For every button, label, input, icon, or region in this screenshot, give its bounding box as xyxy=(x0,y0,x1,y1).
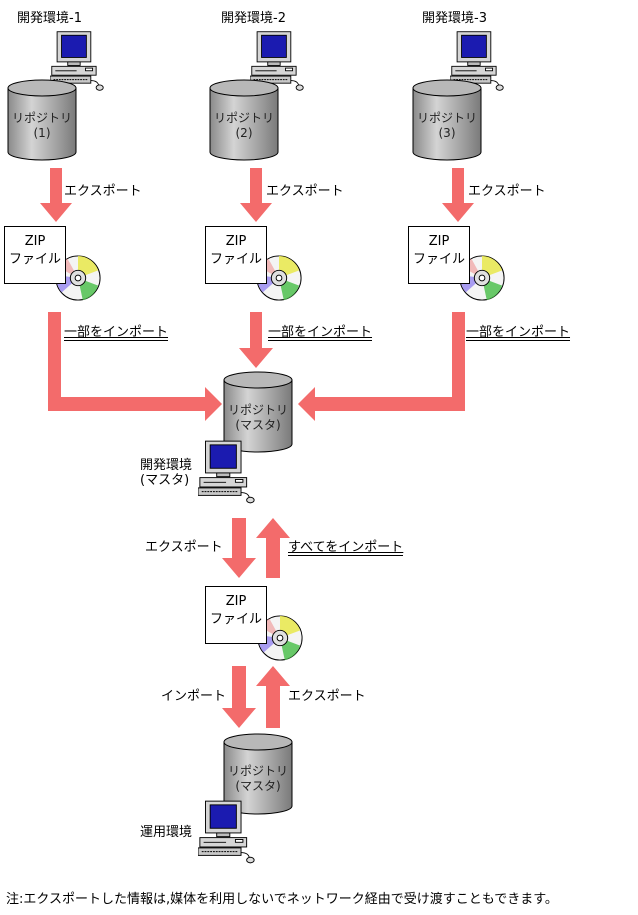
export-arrow xyxy=(240,168,272,222)
ops-import-arrow xyxy=(222,666,256,728)
master-export-label: エクスポート xyxy=(145,540,223,555)
import-label: インポート xyxy=(161,689,227,704)
export-arrow xyxy=(40,168,72,222)
env-label-1: 開発環境-1 xyxy=(17,11,82,26)
footnote: 注:エクスポートした情報は,媒体を利用しないでネットワーク経由で受け渡すこともで… xyxy=(6,892,558,907)
partial-import-label-1: 一部をインポート xyxy=(64,325,169,341)
import-all-arrow xyxy=(256,518,290,578)
import-arrow-left xyxy=(48,312,222,421)
master-repo-label: リポジトリ(マスタ) xyxy=(227,403,288,432)
export-label-3: エクスポート xyxy=(468,184,546,199)
env-label-3: 開発環境-3 xyxy=(422,11,487,26)
repo-label-2: リポジトリ(2) xyxy=(213,111,274,140)
env-label-2: 開発環境-2 xyxy=(221,11,286,26)
ops-export-label: エクスポート xyxy=(288,689,366,704)
partial-import-label-2: 一部をインポート xyxy=(268,325,373,341)
ops-env-label: 運用環境 xyxy=(140,825,193,840)
ops-export-arrow xyxy=(256,666,290,728)
master-env-label: 開発環境(マスタ) xyxy=(140,458,193,488)
dev-env-1 xyxy=(7,31,104,301)
export-label-1: エクスポート xyxy=(64,184,142,199)
master-export-arrow xyxy=(222,518,256,578)
import-arrow-middle xyxy=(239,312,273,368)
dev-env-3 xyxy=(412,31,505,301)
import-arrow-right xyxy=(298,312,465,421)
repository-cylinder xyxy=(7,79,77,161)
repo-label-3: リポジトリ(3) xyxy=(416,111,477,140)
repo-label-1: リポジトリ(1) xyxy=(11,111,72,140)
export-arrow xyxy=(442,168,474,222)
dev-env-2 xyxy=(209,31,304,301)
repository-cylinder xyxy=(209,79,279,161)
master-repository-cylinder xyxy=(223,371,293,453)
export-label-2: エクスポート xyxy=(266,184,344,199)
ops-repo-label: リポジトリ(マスタ) xyxy=(227,764,288,793)
repository-cylinder xyxy=(412,79,482,161)
import-all-label: すべてをインポート xyxy=(288,540,404,556)
partial-import-label-3: 一部をインポート xyxy=(466,325,571,341)
